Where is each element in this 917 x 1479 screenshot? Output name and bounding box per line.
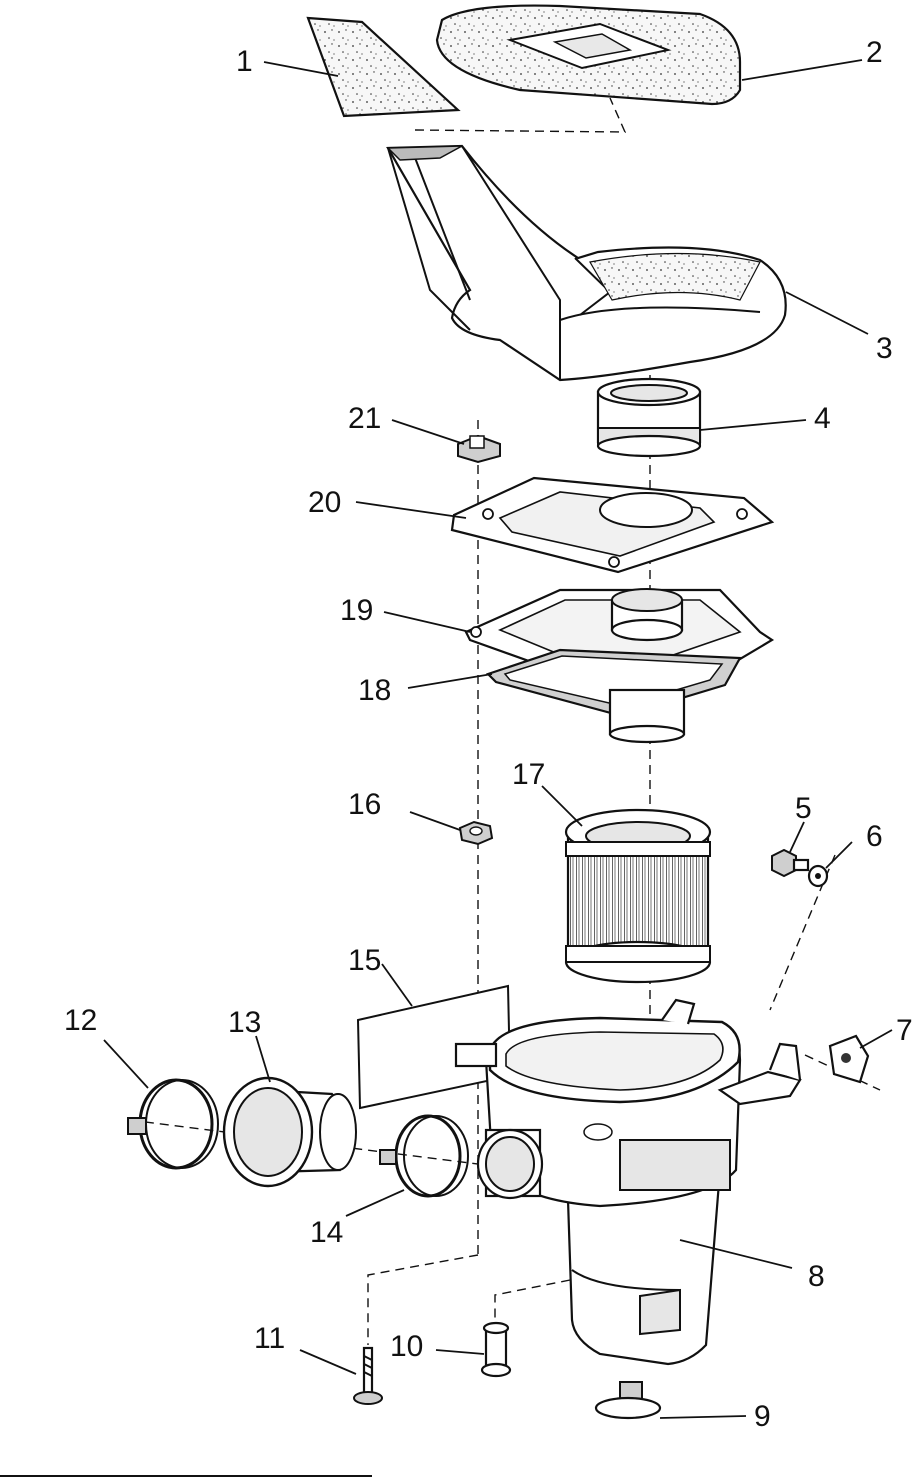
- part-12-hose-clamp: [127, 1078, 219, 1170]
- callout-15: 15: [348, 944, 381, 977]
- housing-inlet-spigot: [476, 1128, 544, 1200]
- callout-16: 16: [348, 788, 381, 821]
- callout-3: 3: [876, 332, 893, 365]
- callout-10: 10: [390, 1330, 423, 1363]
- callout-11: 11: [254, 1322, 285, 1355]
- part-16-nut: [458, 820, 494, 846]
- callout-1: 1: [236, 45, 253, 78]
- part-18-gasket: [485, 648, 742, 744]
- leader-lines: [103, 59, 893, 1419]
- part-20-cover-plate: [450, 476, 775, 574]
- callout-2: 2: [866, 36, 883, 69]
- callout-18: 18: [358, 674, 391, 707]
- callout-21: 21: [348, 402, 381, 435]
- part-6-washer: [807, 864, 829, 888]
- callout-9: 9: [754, 1400, 771, 1433]
- part-2-foam-ring: [435, 4, 742, 106]
- part-9-drain-valve: [594, 1381, 662, 1420]
- callout-14: 14: [310, 1216, 343, 1249]
- callout-12: 12: [64, 1004, 97, 1037]
- callout-20: 20: [308, 486, 341, 519]
- callout-17: 17: [512, 758, 545, 791]
- part-10-grommet: [480, 1321, 512, 1378]
- callout-6: 6: [866, 820, 883, 853]
- callout-5: 5: [795, 792, 812, 825]
- part-21-nut: [457, 434, 501, 464]
- callout-13: 13: [228, 1006, 261, 1039]
- part-7-clip: [828, 1034, 870, 1084]
- callout-19: 19: [340, 594, 373, 627]
- callout-8: 8: [808, 1260, 825, 1293]
- part-8-airbox-housing: [484, 998, 802, 1366]
- part-14-hose-clamp: [379, 1114, 469, 1198]
- part-3-intake-cover: [386, 144, 787, 382]
- part-13-intake-duct: [222, 1076, 357, 1188]
- part-11-screw: [353, 1346, 383, 1405]
- callout-4: 4: [814, 402, 831, 435]
- part-5-bolt: [771, 848, 810, 878]
- callout-7: 7: [896, 1014, 913, 1047]
- part-17-filter-element: [564, 808, 712, 984]
- part-1-foam-pad: [306, 16, 461, 118]
- callout-labels: 1 2 3 4 5 6 7 8 9 10 11 12 13 14 15 16 1…: [64, 36, 913, 1433]
- mounting-tab: [454, 1042, 498, 1068]
- part-4-rubber-boot: [596, 377, 702, 458]
